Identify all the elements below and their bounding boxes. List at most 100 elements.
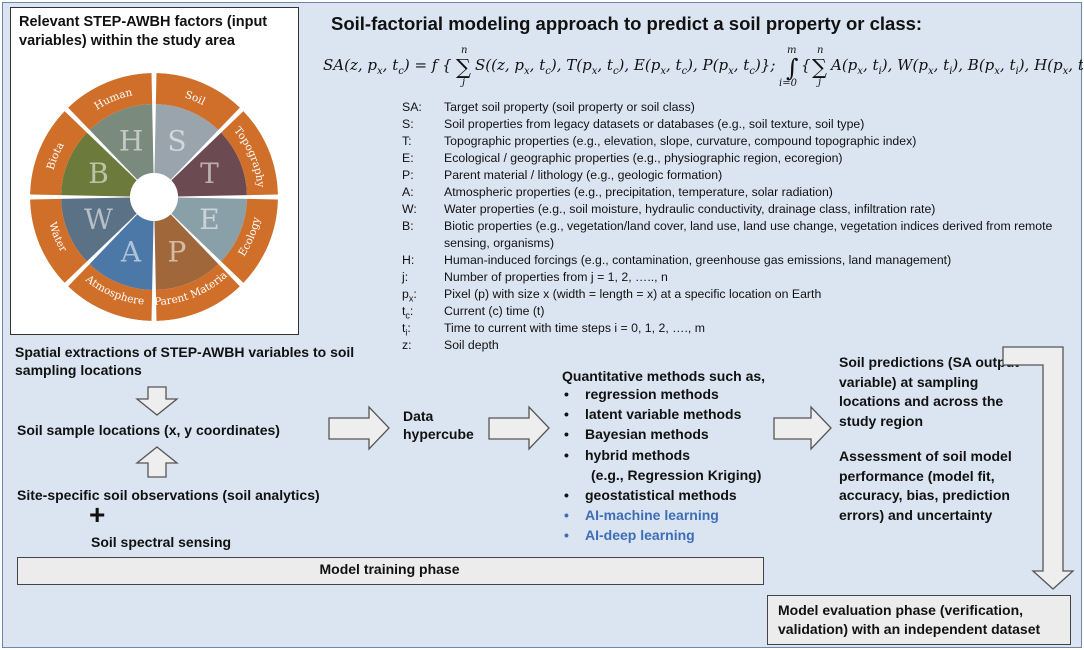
wheel-letter: B [88,157,109,190]
method-item: • AI-machine learning [563,505,793,525]
method-item: • latent variable methods [563,404,793,424]
method-item: (e.g., Regression Kriging) [563,465,793,485]
right-arrow-to-hypercube [328,405,390,451]
soil-predictions-label: Soil predictions (SA output variable) at… [839,354,1019,429]
method-text: AI-deep learning [585,527,695,544]
legend-key: B: [402,219,414,233]
legend-text: Target soil property (soil property or s… [444,100,695,114]
legend-text: Parent material / lithology (e.g., geolo… [444,168,723,182]
spatial-extraction-label: Spatial extractions of STEP-AWBH variabl… [15,344,355,378]
svg-text:{: { [801,56,811,74]
site-observations-label: Site-specific soil observations (soil an… [17,487,320,503]
legend-key: z: [402,338,412,352]
method-text: regression methods [585,386,719,402]
wheel-image-segment [154,214,219,290]
svg-text:S((z, px, tc), T(px, tc), E(px: S((z, px, tc), T(px, tc), E(px, tc), P(p… [475,56,775,77]
svg-text:j: j [460,77,465,87]
factors-panel-title: Relevant STEP-AWBH factors (input variab… [19,14,268,49]
main-title: Soil-factorial modeling approach to pred… [331,13,923,34]
legend-text: Number of properties from j = 1, 2, …..,… [444,270,668,284]
svg-text:A(px, ti), W(px, ti), B(px, ti: A(px, ti), W(px, ti), B(px, ti), H(px, t… [829,56,1083,77]
wheel-image-segment [61,197,137,262]
legend-key: px: [402,287,417,304]
svg-text:∫: ∫ [786,54,799,82]
legend-key: E: [402,151,414,165]
legend-row: A:Atmospheric properties (e.g., precipit… [402,184,1082,201]
method-text: hybrid methods [585,446,691,463]
wheel-image-segment [89,104,154,180]
svg-text:m: m [787,45,796,56]
wheel-letter: P [168,235,187,268]
evaluation-phase-box [767,595,1071,645]
svg-text:n: n [461,45,467,56]
spectral-sensing-label: Soil spectral sensing [91,534,232,550]
wheel-image-segment [89,214,154,290]
legend-key: SA: [402,100,422,114]
wheel-label-band [30,111,87,196]
legend-text: Time to current with time steps i = 0, 1… [444,321,705,335]
training-phase-label: Model training phase [319,561,460,577]
legend-row: H:Human-induced forcings (e.g., contamin… [402,252,1082,269]
legend-row: SA: Target soil property (soil property o… [402,99,1082,116]
method-text: AI-machine learning [585,507,719,524]
bullet-icon: • [564,507,569,524]
bullet-icon: • [564,406,569,423]
bullet-icon: • [564,446,569,463]
soil-factorial-equation: SA(z, px, tc) = f { n ∑ j S((z, px, tc),… [323,45,1083,87]
wheel-label-band [155,264,240,321]
evaluation-phase-label: Model evaluation phase (verification, va… [778,602,1041,637]
legend-key: S: [402,117,414,131]
legend-row: P: Parent material / lithology (e.g., geo… [402,167,1082,184]
legend-key: j: [402,270,409,284]
svg-text:j: j [816,77,821,87]
bullet-icon: • [564,386,569,402]
legend-row: E: Ecological / geographic properties (e.… [402,150,1082,167]
legend-key: A: [402,185,414,199]
method-text: latent variable methods [585,406,742,423]
legend-key: tc: [402,304,414,321]
legend-key: T: [402,134,412,148]
wheel-letter: S [167,125,186,158]
legend-text: Topographic properties (e.g., elevation,… [444,134,917,148]
legend-text: Human-induced forcings (e.g., contaminat… [444,253,952,267]
legend-text: Ecological / geographic properties (e.g.… [444,151,843,165]
model-assessment-label: Assessment of soil model performance (mo… [839,448,1012,523]
legend-text: Soil depth [444,338,499,352]
legend-row: S:Soil properties from legacy datasets o… [402,116,1082,133]
wheel-letter: W [84,203,113,236]
method-item: • regression methods [563,384,793,404]
legend-row: px:Pixel (p) with size x (width = length… [402,286,1082,303]
svg-text:n: n [817,45,823,56]
data-hypercube-label: Data hypercube [403,408,474,442]
sample-locations-label: Soil sample locations (x, y coordinates) [17,422,280,438]
legend-row: tc: Current (c) time (t) [402,303,1082,320]
right-arrow-to-methods [488,405,550,451]
wheel-label-band [68,73,153,130]
legend-key: P: [402,168,414,182]
legend-row: B:Biotic properties (e.g., vegetation/la… [402,218,1082,252]
down-arrow [135,386,179,416]
wheel-image-segment [154,104,219,180]
bullet-icon: • [564,426,569,443]
legend-text: Current (c) time (t) [444,304,545,318]
training-phase-bar [17,557,764,585]
legend-key: ti: [402,321,411,338]
wheel-image-segment [61,132,137,197]
legend-row: ti: Time to current with time steps i = 0… [402,320,1082,337]
legend-row: z: Soil depth [402,337,1082,354]
legend-text: Water properties (e.g., soil moisture, h… [444,202,936,216]
wheel-letter: H [119,125,143,158]
methods-list: • regression methods • latent variable meth… [563,384,793,546]
wheel-label-band [30,198,87,283]
wheel-label-band [155,73,240,130]
legend-row: j: Number of properties from j = 1, 2, ….… [402,269,1082,286]
wheel-image-segment [171,132,247,197]
wheel-letter: A [120,235,142,268]
up-arrow [135,446,179,478]
plus-sign: + [89,499,106,530]
wheel-label-band [221,111,278,196]
method-text: geostatistical methods [585,487,737,504]
wheel-letter: E [199,203,219,236]
variable-legend: SA: Target soil property (soil property o… [402,99,1082,354]
